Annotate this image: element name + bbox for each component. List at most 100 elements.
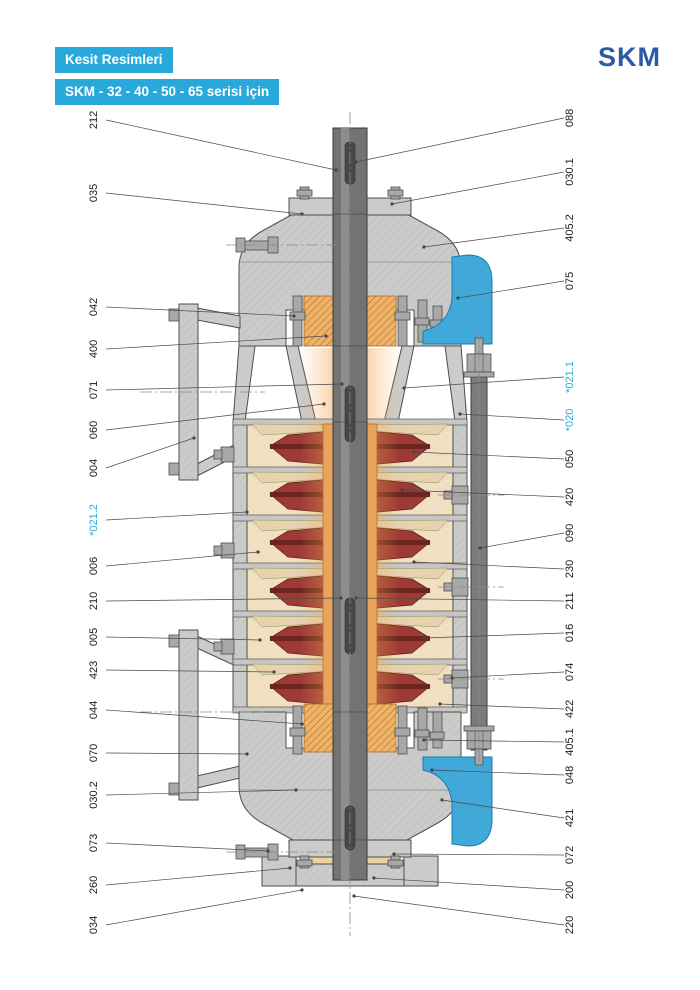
brand-logo: SKM [598,42,661,72]
leader-dot [300,888,304,892]
leader-dot [430,768,434,772]
leader-line [401,489,565,498]
leader-dot [245,752,249,756]
leader-line [439,703,565,710]
leader-line [105,119,337,171]
leader-dot [456,296,460,300]
leader-line [105,335,327,350]
leader-line [459,413,565,421]
part-label-004: 004 [88,459,100,477]
leader-line [353,895,565,926]
series-subtitle-badge: SKM - 32 - 40 - 50 - 65 serisi için [55,79,280,105]
leader-dot [354,596,358,600]
leader-line [105,752,248,755]
leader-dot [372,876,376,880]
flow-area-lower [422,756,493,847]
leader-line [373,877,565,891]
leader-dot [322,402,326,406]
leader-dot [300,722,304,726]
part-label-230: 230 [564,560,576,578]
leader-dot [422,245,426,249]
part-label-050: 050 [564,450,576,468]
leader-dot [292,314,296,318]
part-label-006: 006 [88,557,100,575]
part-label-044: 044 [88,701,100,719]
leader-dot [300,212,304,216]
pump-drawing [140,112,504,936]
leader-dot [256,550,260,554]
leader-line [423,227,565,248]
part-label-005: 005 [88,628,100,646]
leader-dot [294,788,298,792]
leader-line [105,867,291,886]
leader-line [451,671,565,679]
part-label-200: 200 [564,881,576,899]
leader-dot [288,866,292,870]
leader-line [431,769,565,776]
leader-line [105,669,275,673]
part-label-072: 072 [564,846,576,864]
part-label-030.2: 030.2 [88,781,100,809]
part-label-220: 220 [564,916,576,934]
leader-line [441,799,565,819]
leader-line [105,636,261,641]
leader-line [105,551,259,567]
part-label-042: 042 [88,298,100,316]
leader-dot [440,798,444,802]
part-label-075: 075 [564,272,576,290]
leader-dot [340,382,344,386]
leader-line [403,376,565,389]
leader-line [423,739,565,743]
leader-dot [352,894,356,898]
part-label-070: 070 [88,744,100,762]
leader-line [391,171,565,205]
part-label-030.1: 030.1 [564,158,576,186]
part-label-423: 423 [88,661,100,679]
part-label-048: 048 [564,766,576,784]
part-label-420: 420 [564,488,576,506]
leader-line [423,632,565,639]
leader-dot [258,638,262,642]
leader-dot [266,849,270,853]
part-label-074: 074 [564,663,576,681]
part-label-090: 090 [564,524,576,542]
leader-line [393,853,565,856]
part-label-071: 071 [88,381,100,399]
right-part-labels: 088030.1405.2075*021.1*02005042009023021… [352,109,576,934]
leader-dot [354,160,358,164]
leader-line [105,842,269,852]
part-label-034: 034 [88,916,100,934]
part-label-405.2: 405.2 [564,214,576,242]
part-label-210: 210 [88,592,100,610]
leader-dot [438,702,442,706]
leader-line [355,117,565,163]
leader-line [413,451,565,460]
leader-dot [245,510,249,514]
part-label-211: 211 [564,592,576,610]
part-label-212: 212 [88,111,100,129]
part-label-422: 422 [564,700,576,718]
part-label-400: 400 [88,340,100,358]
leader-line [105,889,303,926]
leader-line [105,403,325,431]
leader-line [413,561,565,570]
leader-dot [390,202,394,206]
leader-line [105,192,303,215]
part-label-020: *020 [564,409,576,432]
leader-line [105,511,248,521]
part-label-073: 073 [88,834,100,852]
leader-dot [400,488,404,492]
leader-dot [324,334,328,338]
leader-dot [392,852,396,856]
leader-line [105,437,195,469]
part-label-421: 421 [564,809,576,827]
leader-dot [422,738,426,742]
leader-dot [402,386,406,390]
left-part-labels: 212035042400071060004*021.20062100054230… [88,111,344,934]
part-label-035: 035 [88,184,100,202]
part-label-088: 088 [564,109,576,127]
leader-dot [412,560,416,564]
leader-line [105,383,343,391]
leader-dot [422,636,426,640]
